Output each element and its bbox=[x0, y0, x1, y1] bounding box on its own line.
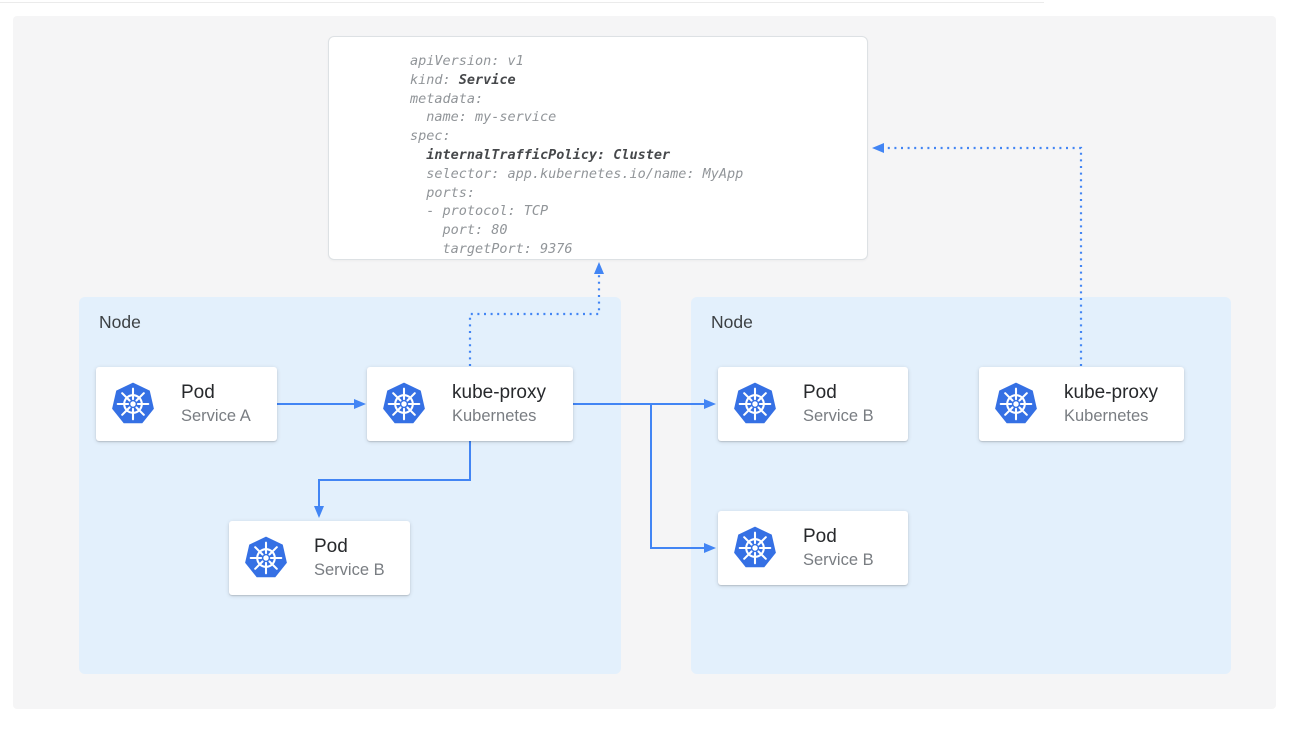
code-line: targetPort: 9376 bbox=[410, 240, 867, 259]
code-line: name: my-service bbox=[410, 108, 867, 127]
card-subtitle: Kubernetes bbox=[1064, 405, 1158, 427]
card-title: kube-proxy bbox=[452, 381, 546, 404]
code-line: apiVersion: v1 bbox=[410, 52, 867, 71]
kubernetes-icon bbox=[111, 382, 155, 426]
card-kube-proxy-left: kube-proxy Kubernetes bbox=[367, 367, 573, 441]
card-subtitle: Service B bbox=[803, 405, 874, 427]
card-title: Pod bbox=[181, 381, 251, 404]
kubernetes-icon bbox=[733, 526, 777, 570]
code-line: metadata: bbox=[410, 90, 867, 109]
card-subtitle: Kubernetes bbox=[452, 405, 546, 427]
card-subtitle: Service B bbox=[803, 549, 874, 571]
card-subtitle: Service B bbox=[314, 559, 385, 581]
top-divider-line bbox=[0, 2, 1044, 3]
kubernetes-icon bbox=[244, 536, 288, 580]
card-pod-service-a: Pod Service A bbox=[96, 367, 277, 441]
code-line: ports: bbox=[410, 184, 867, 203]
card-pod-service-b-right-node-bottom: Pod Service B bbox=[718, 511, 908, 585]
card-title: kube-proxy bbox=[1064, 381, 1158, 404]
card-pod-service-b-left-node: Pod Service B bbox=[229, 521, 410, 595]
node-box-right: Node bbox=[691, 297, 1231, 674]
node-label: Node bbox=[711, 312, 753, 333]
node-label: Node bbox=[99, 312, 141, 333]
code-line: port: 80 bbox=[410, 221, 867, 240]
card-subtitle: Service A bbox=[181, 405, 251, 427]
yaml-config-box: apiVersion: v1kind: Servicemetadata: nam… bbox=[328, 36, 868, 260]
code-line: internalTrafficPolicy: Cluster bbox=[410, 146, 867, 165]
card-title: Pod bbox=[314, 535, 385, 558]
yaml-code: apiVersion: v1kind: Servicemetadata: nam… bbox=[329, 37, 867, 259]
card-pod-service-b-right-node-top: Pod Service B bbox=[718, 367, 908, 441]
code-line: spec: bbox=[410, 127, 867, 146]
card-title: Pod bbox=[803, 381, 874, 404]
card-kube-proxy-right: kube-proxy Kubernetes bbox=[979, 367, 1184, 441]
node-box-left: Node bbox=[79, 297, 621, 674]
kubernetes-icon bbox=[733, 382, 777, 426]
code-line: kind: Service bbox=[410, 71, 867, 90]
kubernetes-icon bbox=[382, 382, 426, 426]
kubernetes-icon bbox=[994, 382, 1038, 426]
card-title: Pod bbox=[803, 525, 874, 548]
code-line: selector: app.kubernetes.io/name: MyApp bbox=[410, 165, 867, 184]
code-line: - protocol: TCP bbox=[410, 202, 867, 221]
